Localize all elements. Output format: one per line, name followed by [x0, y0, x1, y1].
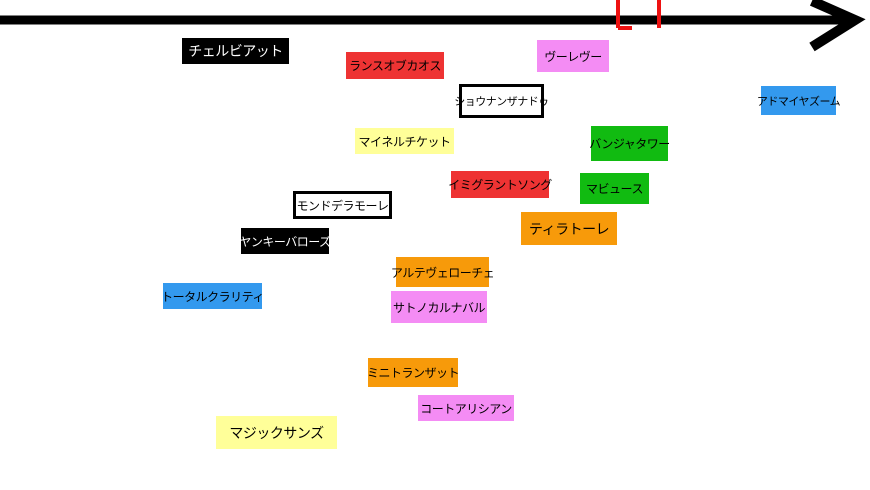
label-alte: アルテヴェローチェ	[391, 257, 495, 287]
label-yankee: ヤンキーバローズ	[239, 228, 331, 254]
label-monde: モンドデラモーレ	[293, 191, 392, 219]
label-mainel: マイネルチケット	[355, 128, 454, 154]
label-mabyus: マビュース	[580, 173, 649, 204]
label-total: トータルクラリティ	[161, 283, 264, 309]
red-bracket-mark	[616, 0, 661, 30]
label-chelby: チェルビアット	[182, 38, 289, 64]
label-coat: コートアリシアン	[418, 395, 514, 421]
label-shonan: ショウナンザナドゥ	[454, 84, 549, 118]
label-admaiya: アドマイヤズーム	[757, 86, 841, 115]
label-tiratore: ティラトーレ	[521, 212, 617, 245]
label-banja: バンジャタワー	[589, 126, 670, 161]
label-satono: サトノカルナバル	[391, 291, 487, 323]
label-immigrant: イミグラントソング	[448, 171, 552, 198]
label-vele: ヴーレヴー	[537, 40, 609, 72]
label-lance: ランスオブカオス	[346, 52, 444, 79]
label-magic: マジックサンズ	[216, 416, 337, 449]
label-minit: ミニトランザット	[367, 358, 460, 387]
